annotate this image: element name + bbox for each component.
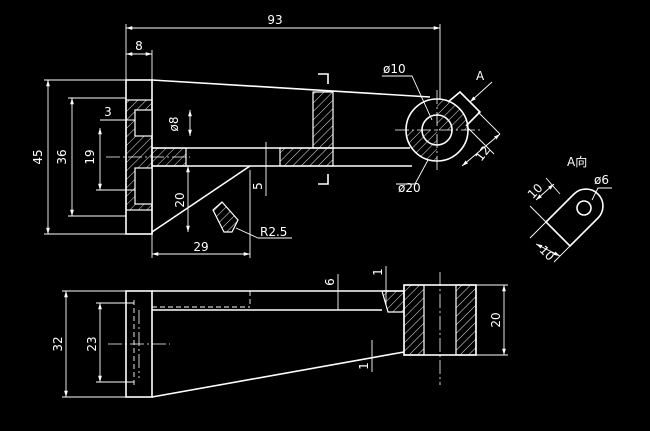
dim-1-bottom: 1	[357, 362, 371, 370]
dim-36: 36	[55, 149, 69, 164]
dim-32: 32	[51, 336, 65, 351]
bottom-view: 32 23 6 1 1 20	[51, 266, 508, 398]
arm-top-edge	[151, 79, 431, 98]
dim-6: 6	[323, 278, 337, 286]
rib-edge	[151, 165, 251, 233]
dim-23: 23	[85, 336, 99, 351]
dim-20: 20	[173, 192, 187, 207]
dim-19: 19	[83, 149, 97, 164]
aux-dim-dia-6: ø6	[594, 173, 609, 187]
dim-5: 5	[251, 182, 265, 190]
aux-lug-outline	[544, 188, 604, 248]
plate-hole-upper	[134, 109, 153, 137]
dim-29: 29	[193, 240, 208, 254]
rib-revolved-section	[212, 201, 239, 233]
aux-dim-10-top: 10	[525, 181, 546, 202]
dim-1-top: 1	[371, 268, 385, 276]
section-marker-bottom	[318, 174, 329, 185]
dim-dia-10: ø10	[383, 62, 406, 76]
dim-dia-8: ø8	[167, 117, 181, 132]
bottom-taper-edge	[151, 351, 405, 398]
aux-hole	[576, 200, 592, 216]
dim-8: 8	[135, 39, 143, 53]
dim-dia-20: ø20	[398, 181, 421, 195]
aux-view-a: A向 ø6 10 10	[525, 154, 612, 264]
front-view	[106, 73, 482, 235]
dim-r2-5: R2.5	[260, 225, 287, 239]
web-section-hatch	[279, 147, 334, 167]
front-dimensions: 93 8 3 ø8 45 36 19 20 5 29	[31, 13, 501, 258]
section-marker-top	[318, 73, 329, 84]
view-label-a: A	[476, 69, 485, 83]
arm-section-hatch	[312, 91, 334, 149]
aux-view-title: A向	[567, 154, 587, 169]
dim-20-bottom: 20	[489, 312, 503, 327]
dim-45: 45	[31, 149, 45, 164]
dim-12: 12	[473, 143, 493, 164]
dim-93: 93	[267, 13, 282, 27]
plate-hole-lower	[134, 167, 153, 205]
dim-3: 3	[104, 105, 112, 119]
